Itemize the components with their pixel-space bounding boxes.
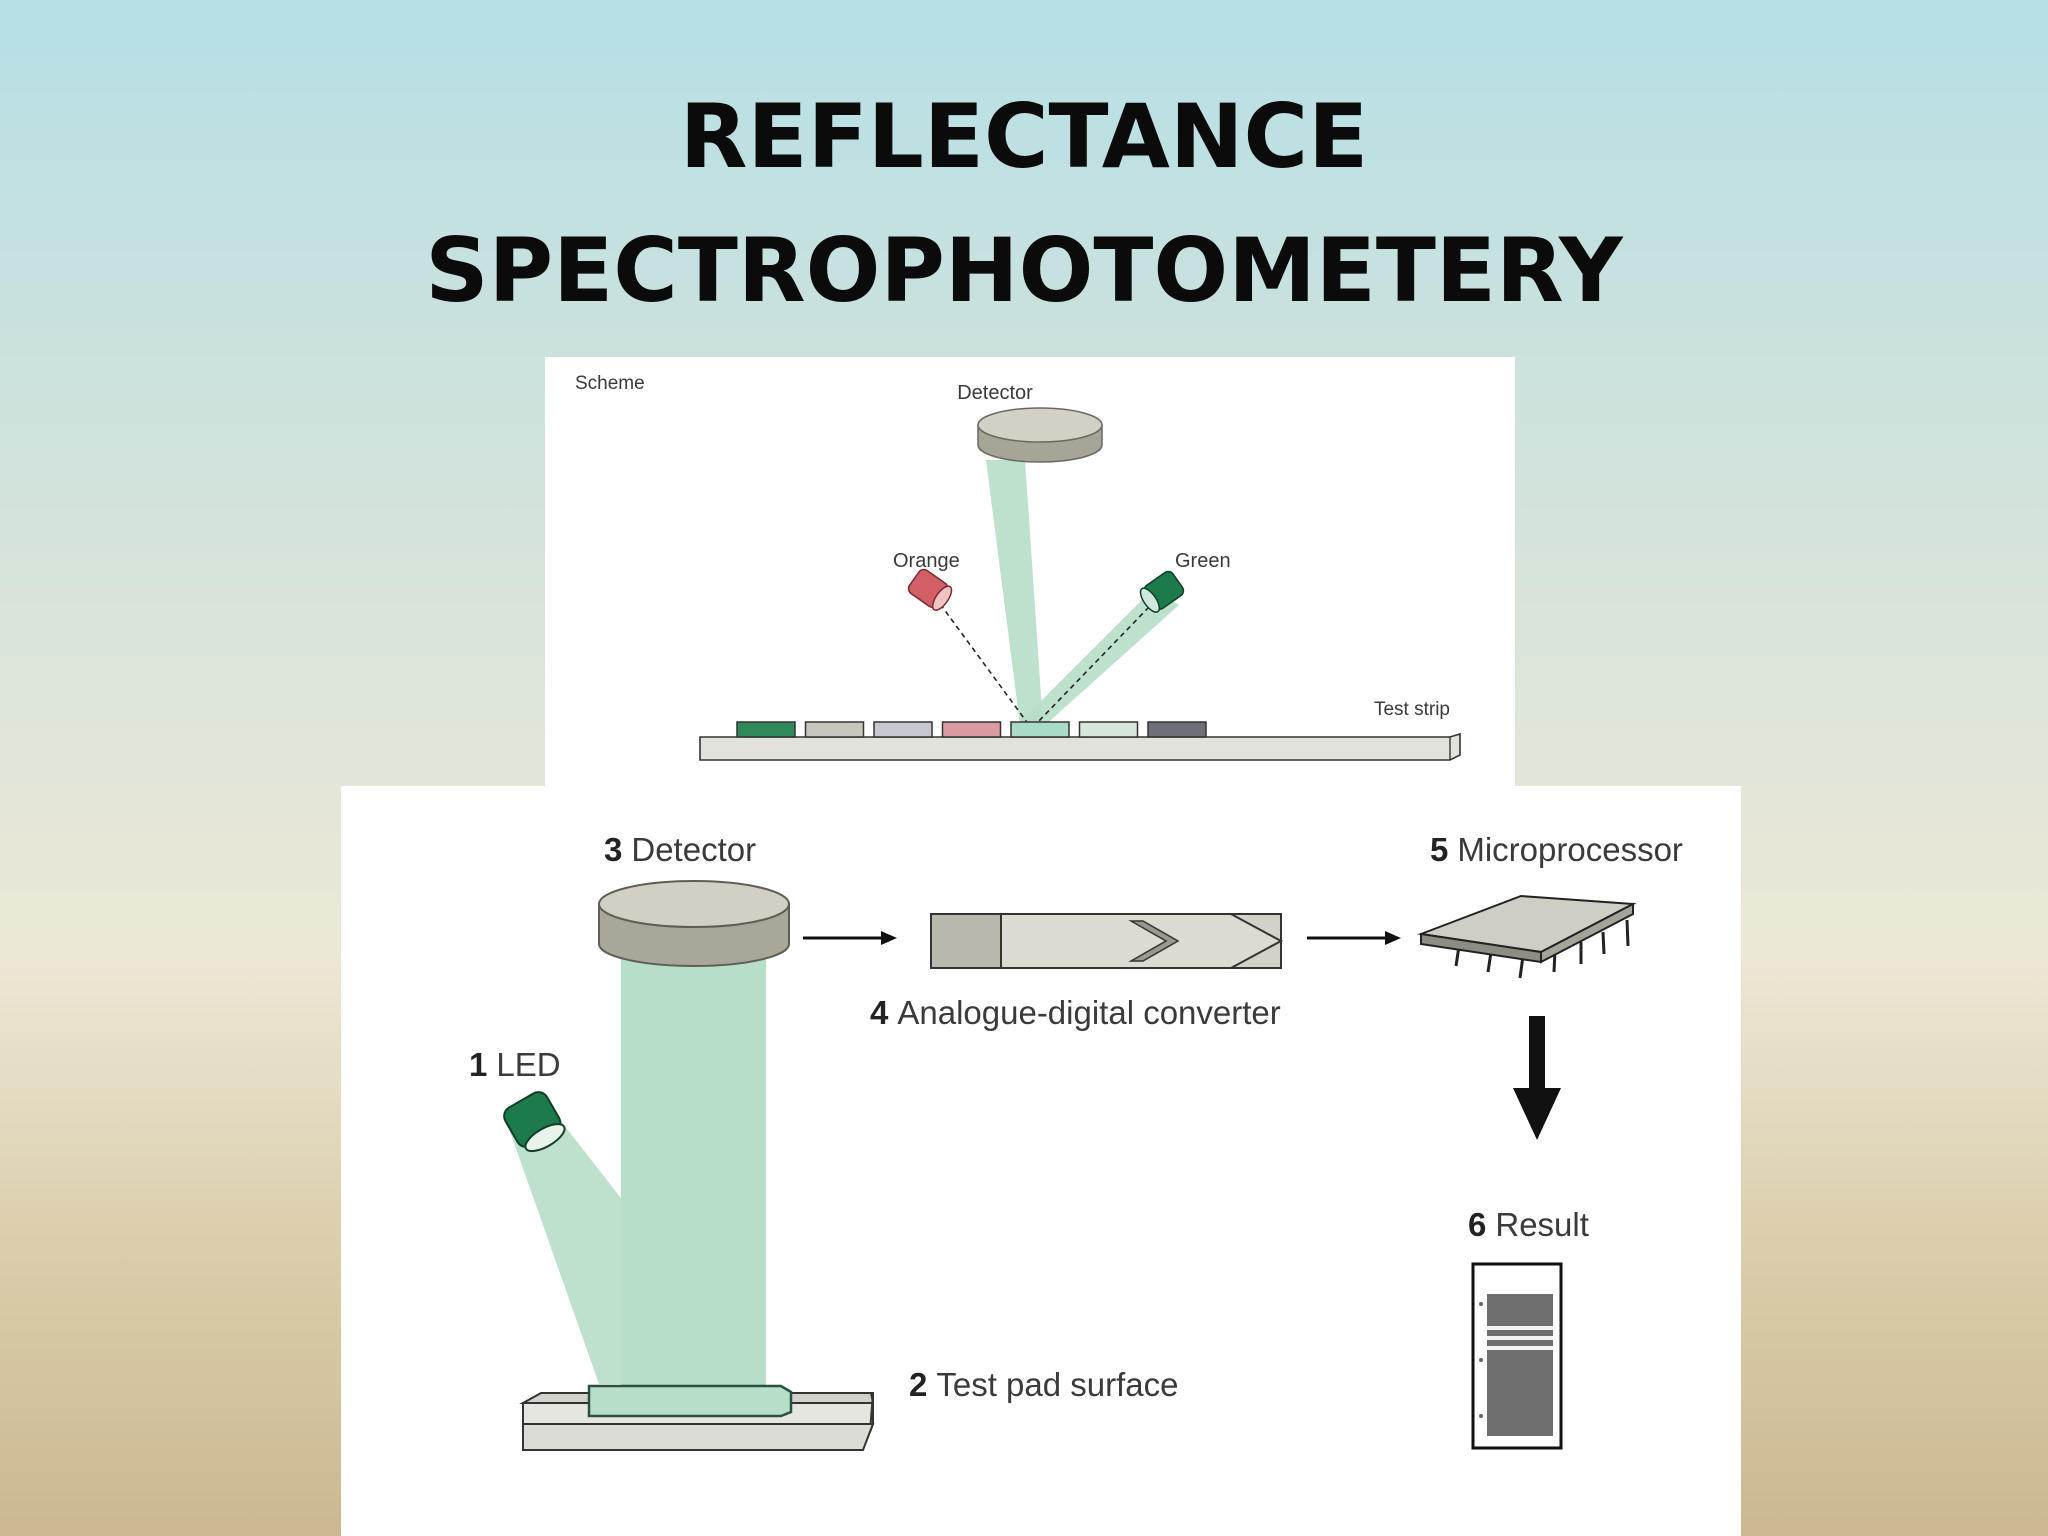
reagent-pad [941,721,1002,738]
arrow-detector-to-converter [803,931,897,945]
test-strip-pads [736,721,1207,738]
scheme-reflected-beam [986,460,1043,725]
slide-title: REFLECTANCE SPECTROPHOTOMETERY [0,70,2048,338]
title-line-1: REFLECTANCE [679,85,1369,188]
reagent-pad [873,721,933,738]
microprocessor-chip-icon [1417,894,1637,979]
reagent-pad [1078,721,1139,738]
reagent-pad [804,721,865,738]
result-printout-icon [1471,1262,1563,1450]
green-led-icon [1139,570,1185,613]
reagent-pad [1147,721,1207,738]
led-light-beam [507,1102,766,1384]
scheme-diagram-panel: Scheme Detector Orange Green Test strip [545,357,1515,787]
led-icon [503,1091,566,1153]
title-line-2: SPECTROPHOTOMETERY [425,219,1623,322]
scheme-green-label: Green [1175,550,1231,572]
test-strip [699,732,1461,761]
reagent-pad [1010,721,1070,738]
converter-icon [930,913,1284,969]
scheme-orange-label: Orange [893,550,960,572]
scheme-diagram: Scheme Detector Orange Green Test strip [575,373,1461,761]
scheme-detector-label: Detector [957,382,1033,404]
scheme-label: Scheme [575,373,645,394]
test-pad-surface-icon [519,1384,875,1451]
orange-led-icon [907,568,953,611]
scheme-test-strip-label: Test strip [1374,699,1450,720]
arrow-converter-to-microprocessor [1307,931,1401,945]
scheme-green-ray [1034,606,1150,726]
scheme-detector-icon [977,407,1103,463]
reagent-pad [736,721,796,738]
arrow-microprocessor-to-result [1513,1016,1561,1140]
detector-icon [598,880,790,967]
scheme-green-beam [1017,589,1179,727]
